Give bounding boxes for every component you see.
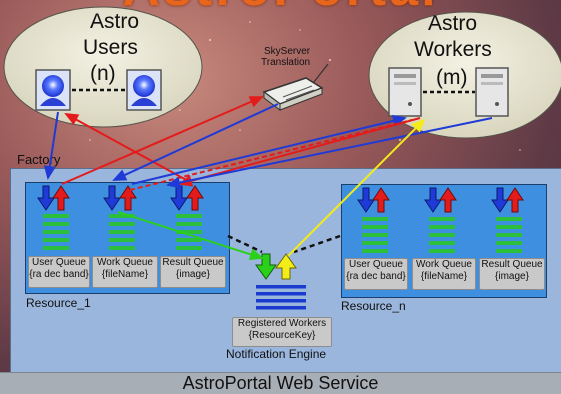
queue-title: User Queue <box>349 259 403 270</box>
web-service-bar <box>0 372 561 394</box>
users-count: (n) <box>90 62 116 85</box>
resource-n-result-queue: Result Queue {image} <box>479 258 545 290</box>
queue-detail: {fileName} <box>101 269 149 280</box>
printer-icon <box>262 63 329 111</box>
skyserver-to-workqueue-arrow <box>112 103 279 181</box>
resource-n-queue-bars <box>362 217 522 253</box>
user-icon <box>126 69 162 111</box>
registry-title: Registered Workers <box>237 318 327 329</box>
server-icon <box>388 67 422 117</box>
resource-n-user-queue: User Queue {ra dec band} <box>344 258 408 290</box>
notify-to-worker-arrow <box>287 118 426 257</box>
skyserver-label-line2: Translation <box>261 57 311 68</box>
queue-to-skyserver-arrow <box>61 96 264 185</box>
resource-1-work-queue: Work Queue {fileName} <box>92 256 158 288</box>
user-to-queue-request-arrow <box>43 111 59 180</box>
notification-engine-label: Notification Engine <box>226 347 327 361</box>
queue-title: Result Queue <box>162 257 224 268</box>
workers-count: (m) <box>436 66 468 89</box>
queue-title: User Queue <box>32 257 86 268</box>
server-icon <box>475 67 509 117</box>
resource-1-label: Resource_1 <box>26 296 91 310</box>
registry-bars <box>256 285 306 310</box>
queue-detail: {ra dec band} <box>346 271 406 282</box>
queue-title: Work Queue <box>97 257 153 268</box>
queue-detail: {image} <box>495 271 529 282</box>
resource-n-notify-dashed <box>293 234 341 254</box>
workers-cloud-line1: Astro <box>428 12 478 35</box>
queue-title: Work Queue <box>416 259 472 270</box>
resource-n-label: Resource_n <box>341 299 406 313</box>
resource-n-work-queue: Work Queue {fileName} <box>412 258 476 290</box>
queue-detail: {fileName} <box>420 271 468 282</box>
notification-arrows <box>255 253 297 280</box>
worker-to-resource-n-arrow <box>166 117 493 189</box>
registry-detail: {ResourceKey} <box>248 330 316 341</box>
web-service-title: AstroPortal Web Service <box>182 373 379 393</box>
worker-result-dashed-arrow <box>129 119 413 191</box>
resource-n-queue-arrows <box>357 187 524 213</box>
users-cloud-line1: Astro <box>90 10 140 33</box>
user-icon <box>35 69 71 111</box>
skyserver-label-line1: SkyServer <box>264 46 311 57</box>
resource-1-user-queue: User Queue {ra dec band} <box>28 256 90 288</box>
resource-1-queue-arrows <box>37 185 204 211</box>
resource-1-result-queue: Result Queue {image} <box>160 256 226 288</box>
result-to-user-response-arrow <box>64 113 191 183</box>
workers-cloud-line2: Workers <box>414 38 492 61</box>
queue-detail: {ra dec band} <box>29 269 89 280</box>
worker-to-result-arrow <box>178 117 421 187</box>
users-cloud-line2: Users <box>83 36 138 59</box>
worker-fetch-arrow <box>131 114 407 185</box>
queue-detail: {image} <box>176 269 210 280</box>
resource-1-queue-bars <box>43 214 202 250</box>
workqueue-to-notify-arrow <box>117 211 264 261</box>
banner-title: AstroPortal <box>0 0 561 14</box>
registered-workers-box: Registered Workers {ResourceKey} <box>232 317 332 347</box>
queue-title: Result Queue <box>481 259 543 270</box>
